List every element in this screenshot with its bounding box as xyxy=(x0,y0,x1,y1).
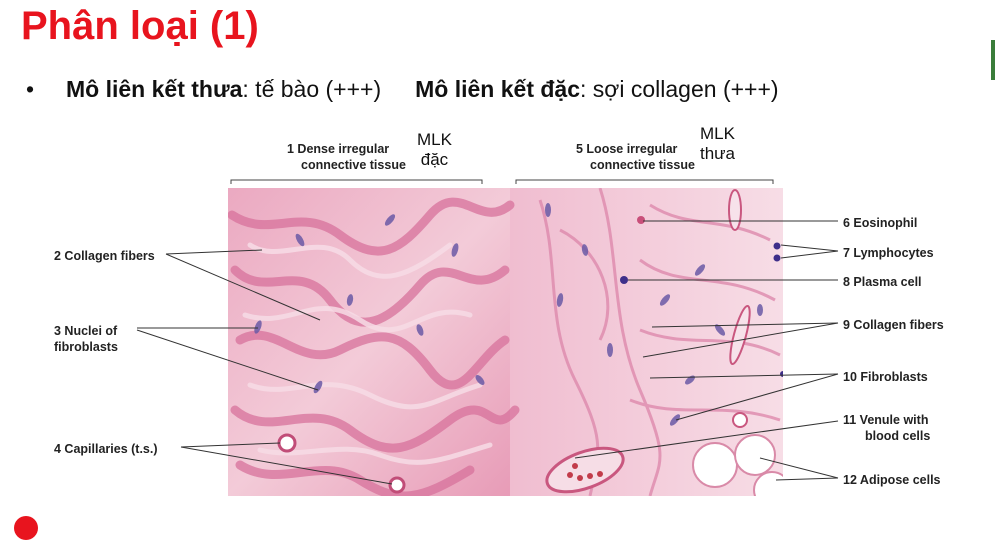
dense-tissue-header: 1 Dense irregular connective tissue xyxy=(287,142,406,172)
page-title: Phân loại (1) xyxy=(21,4,259,48)
label-lymphocytes: 7 Lymphocytes xyxy=(843,246,934,260)
label-collagen-fibers-left: 2 Collagen fibers xyxy=(54,249,155,263)
label-capillaries: 4 Capillaries (t.s.) xyxy=(54,442,158,456)
histology-figure xyxy=(136,179,839,496)
loose-tissue-term: Mô liên kết thưa xyxy=(66,76,243,102)
label-collagen-fibers-right: 9 Collagen fibers xyxy=(843,318,944,332)
label-plasma-cell: 8 Plasma cell xyxy=(843,275,922,289)
bullet-symbol: • xyxy=(26,76,35,102)
dense-tissue-desc: : sợi collagen (+++) xyxy=(580,76,779,102)
label-venule: 11 Venule with blood cells xyxy=(843,413,931,443)
mlk-loose-annotation: MLK thưa xyxy=(700,124,736,163)
bullet-point: • Mô liên kết thưa: tế bào (+++) Mô liên k… xyxy=(26,76,779,103)
label-nuclei-fibroblasts: 3 Nuclei of fibroblasts xyxy=(54,324,118,354)
label-adipose-cells: 12 Adipose cells xyxy=(843,473,941,487)
loose-tissue-header: 5 Loose irregular connective tissue xyxy=(576,142,695,172)
scroll-indicator xyxy=(991,40,995,80)
header-brackets xyxy=(230,179,774,184)
label-fibroblasts: 10 Fibroblasts xyxy=(843,370,928,384)
dense-tissue-term: Mô liên kết đặc xyxy=(415,76,581,102)
slide-marker-icon xyxy=(14,516,38,540)
leader-lines xyxy=(136,220,839,485)
label-eosinophil: 6 Eosinophil xyxy=(843,216,918,230)
micrograph-image xyxy=(228,188,783,496)
mlk-dense-annotation: MLK đặc xyxy=(417,130,452,169)
loose-tissue-desc: : tế bào (+++) xyxy=(242,76,382,102)
